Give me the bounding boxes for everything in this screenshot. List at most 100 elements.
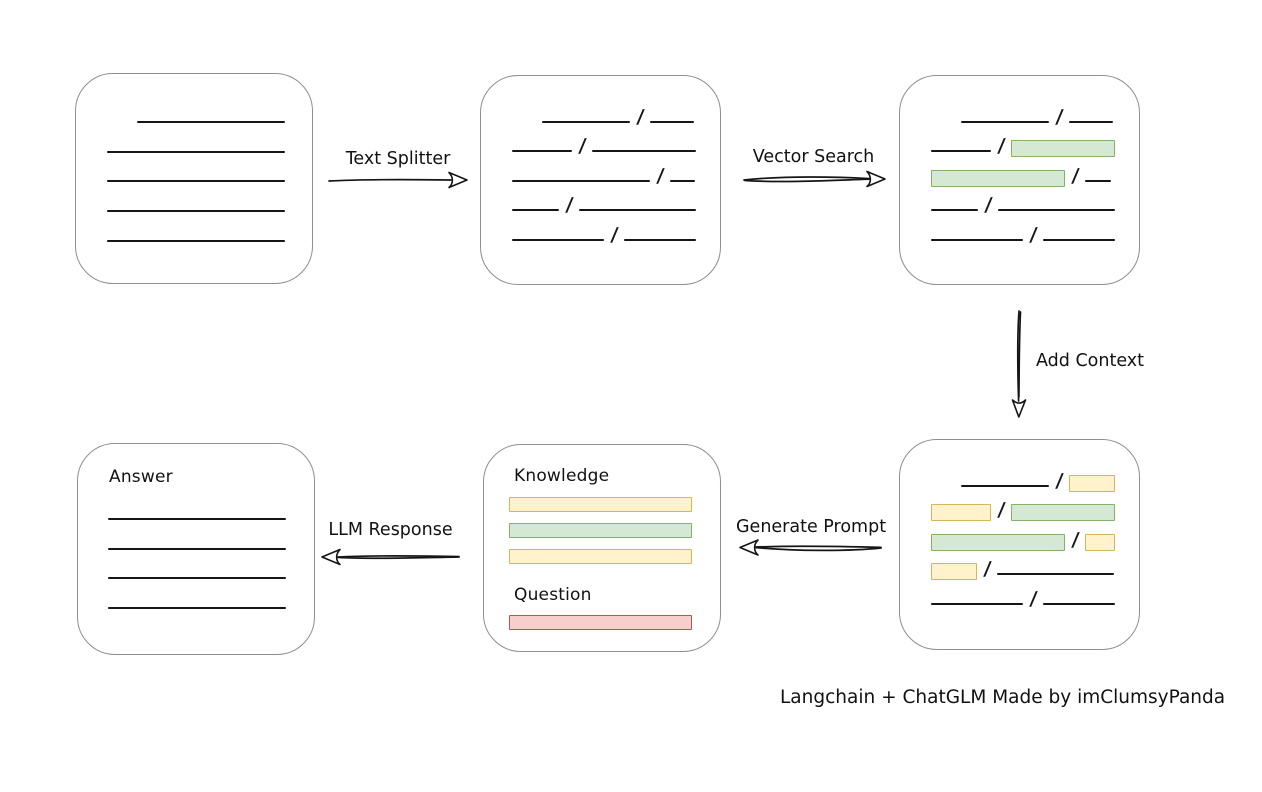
generate-prompt-arrow-icon: [739, 539, 882, 556]
chunk-row: /: [931, 551, 1121, 580]
text-line: [931, 209, 978, 211]
chunk-row: /: [512, 187, 702, 216]
yellow-highlight: [1068, 474, 1115, 492]
text-line: [1068, 120, 1113, 123]
text-line: [931, 602, 1023, 605]
slash-separator: /: [1028, 223, 1039, 246]
generate-prompt-label: Generate Prompt: [736, 517, 887, 537]
text-line: [1042, 238, 1115, 241]
text-line: [961, 120, 1049, 123]
slash-separator: /: [996, 135, 1007, 157]
chunk-row: /: [931, 462, 1121, 492]
chunk-row: /: [512, 216, 702, 246]
yellow-bar: [509, 497, 692, 512]
text-line: [137, 121, 285, 123]
text-line: [512, 209, 559, 211]
knowledge-bars: [509, 497, 692, 575]
answer-lines: [108, 518, 286, 637]
text-line: [578, 209, 696, 211]
text-line: [108, 547, 286, 550]
yellow-highlight: [1084, 533, 1115, 551]
question-bars: [509, 615, 692, 641]
add-context-label: Add Context: [1036, 351, 1144, 371]
text-line: [108, 518, 286, 520]
chunk-row: /: [931, 492, 1121, 521]
chunk-row: /: [931, 128, 1121, 157]
chunk-row: /: [931, 98, 1121, 128]
question-heading: Question: [514, 585, 592, 605]
answer-heading: Answer: [109, 467, 173, 487]
chunk-row: /: [931, 216, 1121, 246]
text-line: [107, 150, 285, 153]
slash-separator: /: [577, 135, 588, 157]
text-line: [623, 238, 696, 241]
slash-separator: /: [1028, 587, 1039, 610]
text-line: [996, 573, 1114, 575]
green-highlight: [1010, 504, 1115, 521]
vector-matched-chunks-box: / / / / /: [899, 75, 1140, 285]
chunk-rows: / / / / /: [512, 98, 702, 246]
text-line: [649, 120, 694, 123]
text-line: [512, 179, 650, 182]
vector-search-arrow-icon: [743, 170, 886, 188]
slash-separator: /: [996, 499, 1007, 521]
diagram-caption: Langchain + ChatGLM Made by imClumsyPand…: [780, 687, 1226, 708]
yellow-bar: [509, 549, 692, 564]
chunk-row: /: [931, 521, 1121, 551]
context-rows: /////: [931, 462, 1121, 610]
add-context-arrow-icon: [1011, 310, 1027, 418]
knowledge-heading: Knowledge: [514, 466, 610, 486]
green-bar: [509, 523, 692, 538]
split-chunks-box: / / / / /: [480, 75, 721, 285]
green-highlight: [1010, 140, 1115, 157]
text-line: [1042, 602, 1115, 605]
text-line: [669, 179, 695, 182]
prompt-box: Knowledge Question: [483, 444, 721, 652]
chunk-row: /: [931, 157, 1121, 187]
document-box: [75, 73, 313, 284]
text-line: [512, 150, 572, 152]
text-line: [1084, 179, 1111, 182]
text-splitter-label: Text Splitter: [345, 149, 451, 169]
text-line: [512, 238, 604, 241]
llm-response-label: LLM Response: [328, 520, 453, 540]
text-splitter-arrow-icon: [328, 171, 468, 189]
text-line: [107, 210, 285, 213]
slash-separator: /: [982, 558, 993, 580]
slash-separator: /: [655, 164, 666, 187]
slash-separator: /: [564, 194, 575, 216]
slash-separator: /: [1054, 469, 1065, 492]
slash-separator: /: [1054, 105, 1065, 128]
text-line: [961, 484, 1049, 487]
chunk-row: /: [931, 580, 1121, 610]
text-line: [591, 150, 696, 152]
slash-separator: /: [609, 223, 620, 246]
chunk-row: /: [512, 128, 702, 157]
retrieved-rows: / / / / /: [931, 98, 1121, 246]
chunk-row: /: [512, 98, 702, 128]
slash-separator: /: [983, 194, 994, 216]
yellow-highlight: [931, 504, 991, 521]
document-lines: [107, 121, 285, 269]
text-line: [108, 577, 286, 580]
text-line: [931, 150, 991, 152]
green-highlight: [931, 169, 1065, 187]
red-bar: [509, 615, 692, 630]
vector-search-label: Vector Search: [752, 147, 875, 167]
slash-separator: /: [1070, 164, 1081, 187]
chunk-row: /: [512, 157, 702, 187]
yellow-highlight: [931, 563, 977, 580]
slash-separator: /: [635, 105, 646, 128]
text-line: [931, 238, 1023, 241]
text-line: [542, 120, 630, 123]
text-line: [997, 209, 1115, 211]
text-line: [107, 239, 285, 242]
answer-box: Answer: [77, 443, 315, 655]
green-highlight: [931, 533, 1065, 551]
llm-response-arrow-icon: [321, 548, 460, 566]
text-line: [108, 607, 286, 610]
text-line: [107, 180, 285, 183]
chunk-row: /: [931, 187, 1121, 216]
context-chunks-box: /////: [899, 439, 1140, 650]
